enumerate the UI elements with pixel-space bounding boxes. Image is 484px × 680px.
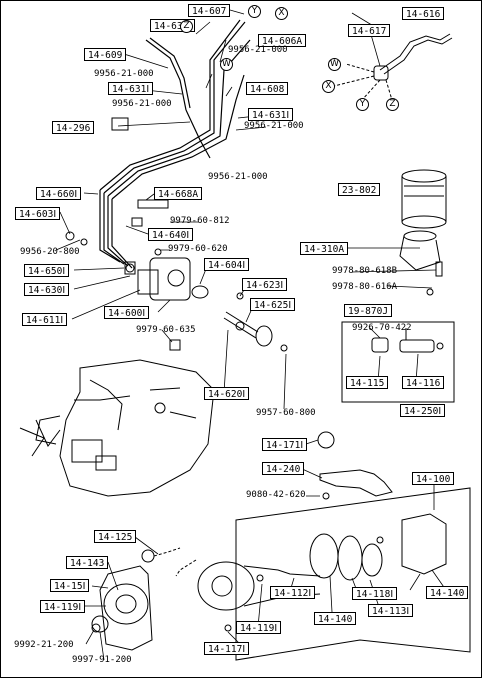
part-label-14-660: 14-660Ⅰ — [36, 187, 82, 200]
part-label-14-140-a: 14-140 — [314, 612, 357, 625]
part-label-14-616: 14-616 — [402, 7, 445, 20]
callout-9979-60-812: 9979-60-812 — [170, 216, 230, 226]
connection-mark-z: Z — [386, 98, 399, 111]
part-label-14-143: 14-143 — [66, 556, 109, 569]
part-label-14-617: 14-617 — [348, 24, 391, 37]
callout-9956-21-000: 9956-21-000 — [94, 69, 154, 79]
part-label-14-118: 14-118Ⅰ — [352, 587, 398, 600]
part-label-14-620: 14-620Ⅰ — [204, 387, 250, 400]
part-label-14-112: 14-112Ⅰ — [270, 586, 316, 599]
drive-shaft — [223, 311, 288, 352]
part-label-14-119-a: 14-119Ⅰ — [40, 600, 86, 613]
part-label-14-606a: 14-606A — [258, 34, 307, 47]
oil-pressure-box — [341, 321, 455, 403]
part-label-23-802: 23-802 — [338, 183, 381, 196]
connection-mark-y: Y — [248, 5, 261, 18]
part-label-14-603: 14-603Ⅰ — [15, 207, 61, 220]
filter-base — [399, 230, 443, 296]
part-label-14-119-b: 14-119Ⅰ — [236, 621, 282, 634]
part-label-14-600: 14-600Ⅰ — [104, 306, 150, 319]
callout-9956-21-000: 9956-21-000 — [244, 121, 304, 131]
callout-9956-20-800: 9956-20-800 — [20, 247, 80, 257]
part-label-14-668a: 14-668A — [154, 187, 203, 200]
part-label-14-125: 14-125 — [94, 530, 137, 543]
bolt-668a — [131, 199, 169, 227]
callout-9956-21-000: 9956-21-000 — [228, 45, 288, 55]
pump-detail-box — [175, 487, 471, 661]
connector-296 — [111, 117, 129, 131]
oil-pipe-240 — [317, 431, 393, 500]
hose-616 — [333, 33, 453, 101]
part-label-14-630: 14-630Ⅰ — [24, 283, 70, 296]
callout-9978-80-618b: 9978-80-618B — [332, 266, 398, 276]
part-label-14-117: 14-117Ⅰ — [204, 642, 250, 655]
part-label-14-625: 14-625Ⅰ — [250, 298, 296, 311]
callout-9957-60-800: 9957-60-800 — [256, 408, 316, 418]
connection-mark-y: Y — [356, 98, 369, 111]
part-label-14-151: 14-15Ⅰ — [50, 579, 90, 592]
timing-pulley — [91, 547, 181, 651]
part-label-14-140-b: 14-140 — [426, 586, 469, 599]
part-label-14-623: 14-623Ⅰ — [242, 278, 288, 291]
part-label-14-609: 14-609 — [84, 48, 127, 61]
callout-9997-91-200: 9997-91-200 — [72, 655, 132, 665]
part-label-14-611: 14-611Ⅰ — [22, 313, 68, 326]
part-label-14-310a: 14-310A — [300, 242, 349, 255]
part-label-14-296: 14-296 — [52, 121, 95, 134]
callout-9926-70-422: 9926-70-422 — [352, 323, 412, 333]
part-label-14-250: 14-250Ⅰ — [400, 404, 446, 417]
connection-mark-x: X — [275, 7, 288, 20]
part-label-14-631-b: 14-631Ⅰ — [248, 108, 294, 121]
part-label-14-604: 14-604Ⅰ — [204, 258, 250, 271]
engine-outline — [19, 359, 215, 497]
connection-mark-w: W — [220, 58, 233, 71]
part-label-14-113: 14-113Ⅰ — [368, 604, 414, 617]
part-label-14-640: 14-640Ⅰ — [148, 228, 194, 241]
part-label-14-116: 14-116 — [402, 376, 445, 389]
callout-9979-60-635: 9979-60-635 — [136, 325, 196, 335]
part-label-14-608: 14-608 — [246, 82, 289, 95]
injection-pump — [124, 257, 209, 301]
part-label-14-631-a: 14-631Ⅰ — [108, 82, 154, 95]
part-label-14-115: 14-115 — [346, 376, 389, 389]
callout-9956-21-000: 9956-21-000 — [208, 172, 268, 182]
part-label-14-650: 14-650Ⅰ — [24, 264, 70, 277]
callout-9080-42-620: 9080-42-620 — [246, 490, 306, 500]
part-label-14-607: 14-607 — [188, 4, 231, 17]
part-label-14-100: 14-100 — [412, 472, 455, 485]
part-label-19-870j: 19-870J — [344, 304, 393, 317]
connection-mark-w: W — [328, 58, 341, 71]
connection-mark-z: Z — [180, 20, 193, 33]
callout-9979-60-620: 9979-60-620 — [168, 244, 228, 254]
part-label-14-171-a: 14-171Ⅰ — [262, 438, 308, 451]
callout-9956-21-000: 9956-21-000 — [112, 99, 172, 109]
part-label-14-240: 14-240 — [262, 462, 305, 475]
connection-mark-x: X — [322, 80, 335, 93]
callout-9992-21-200: 9992-21-200 — [14, 640, 74, 650]
oil-filter — [401, 169, 447, 229]
callout-9978-80-616a: 9978-80-616A — [332, 282, 398, 292]
